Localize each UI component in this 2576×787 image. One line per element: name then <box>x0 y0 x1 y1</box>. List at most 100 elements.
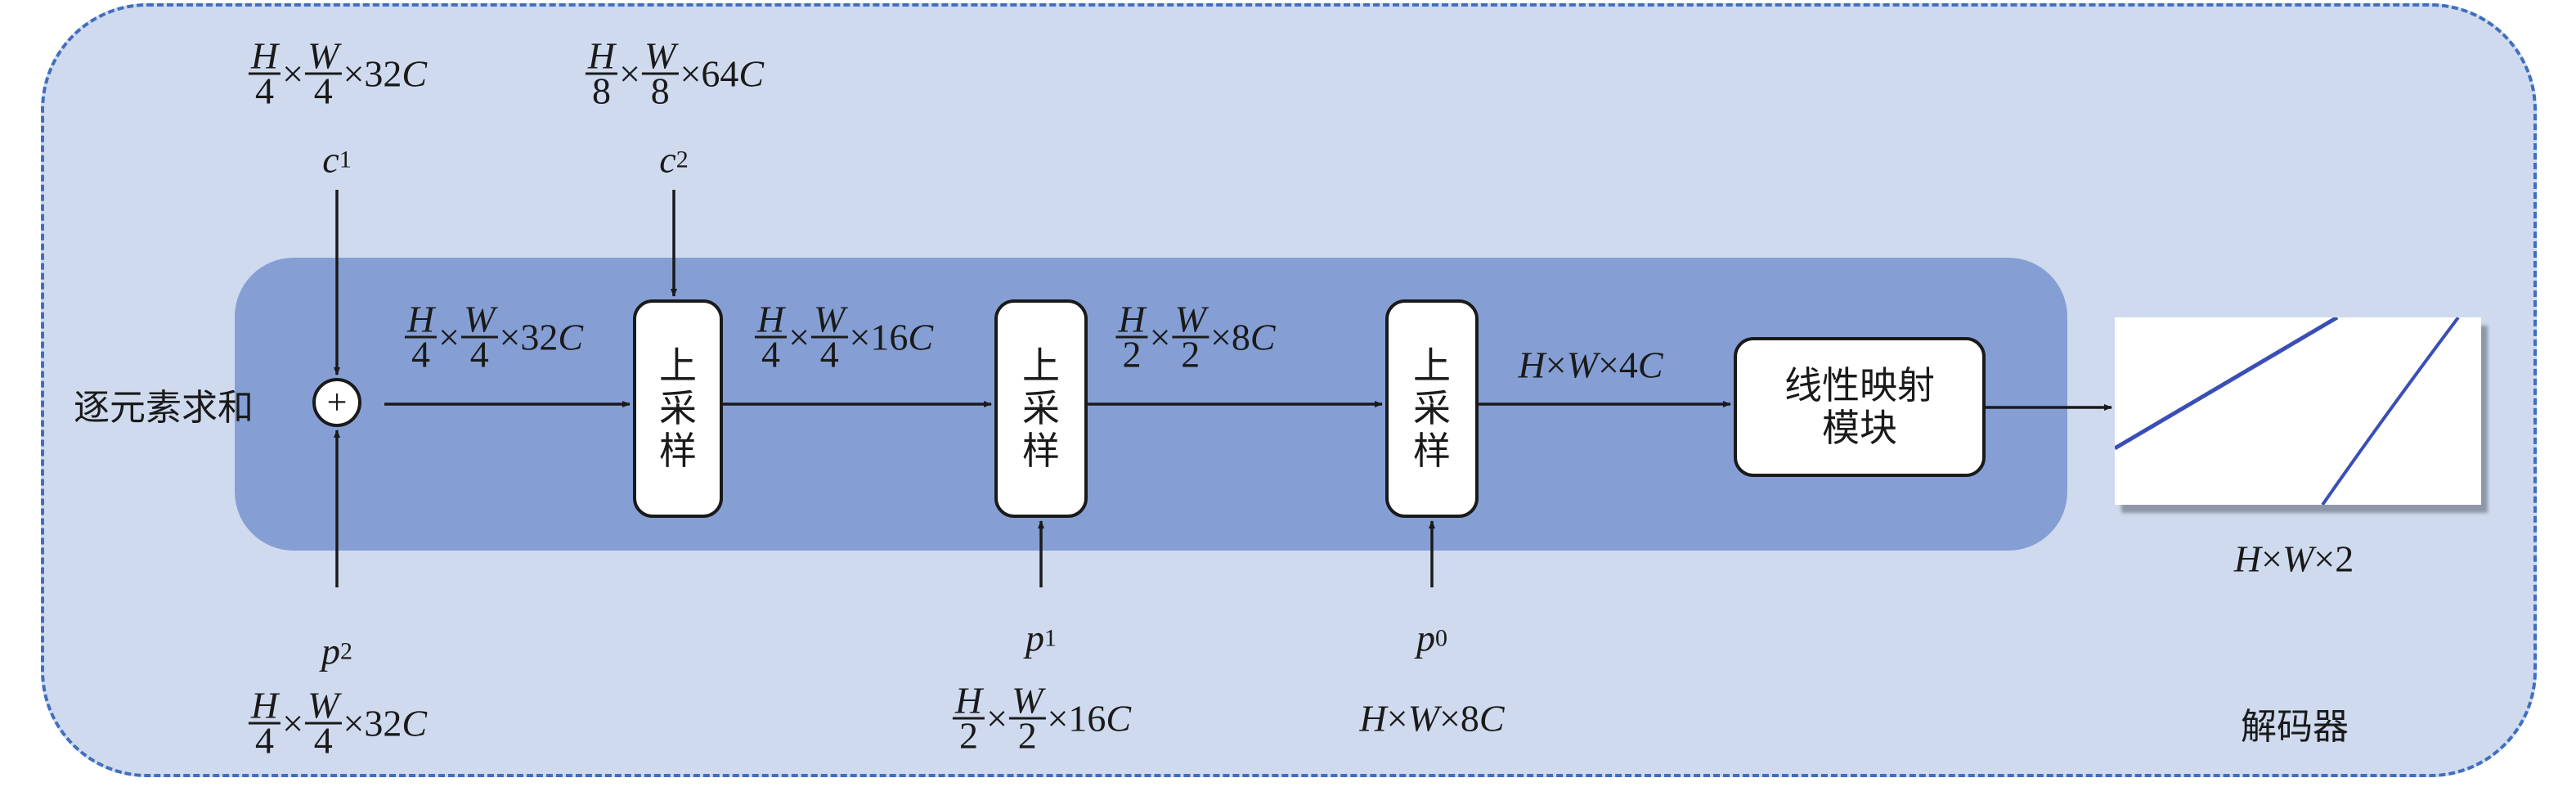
frac-den: 4 <box>411 333 431 376</box>
subscript: 1 <box>1044 624 1057 651</box>
frac-den: 4 <box>761 333 781 376</box>
dim-w: W <box>2282 537 2314 580</box>
output-image <box>2113 315 2481 506</box>
channel-mult: ×8 <box>1438 697 1479 740</box>
times: × <box>2261 537 2282 580</box>
channel-var: C <box>1250 316 1276 358</box>
times: × <box>1545 344 1567 386</box>
frac-den: 4 <box>819 333 839 376</box>
channel-mult: ×32 <box>343 702 402 744</box>
frac-den: 8 <box>650 70 670 112</box>
subscript: 1 <box>339 146 352 173</box>
linear-projection-block: 线性映射模块 <box>1734 337 1986 477</box>
channel-var: C <box>738 52 765 95</box>
upsample-block-2: 上采样 <box>994 299 1088 518</box>
output-lane-lines <box>2113 315 2460 506</box>
channel-var: C <box>1479 697 1505 740</box>
frac-num: H <box>754 300 788 339</box>
plus-circle-icon: + <box>312 378 361 427</box>
frac-num: W <box>811 300 848 339</box>
frac-den: 8 <box>592 70 612 112</box>
decoder-title: 解码器 <box>2241 707 2349 747</box>
var: p <box>1025 617 1044 659</box>
upsample-block-3: 上采样 <box>1385 299 1479 518</box>
frac-den: 4 <box>313 70 333 112</box>
dim-w: W <box>1566 344 1598 386</box>
channel-mult: ×32 <box>499 316 559 358</box>
frac-den: 2 <box>1181 333 1200 376</box>
frac-num: H <box>248 37 281 75</box>
channel-mult: ×32 <box>343 52 402 95</box>
channel-var: C <box>558 316 584 358</box>
channel-var: C <box>402 702 428 744</box>
line: 模块 <box>1822 407 1897 449</box>
char: 采 <box>1022 387 1060 429</box>
channel-var: C <box>908 316 934 358</box>
frac-num: H <box>952 681 985 720</box>
channel-mult: ×16 <box>1047 697 1106 740</box>
channel-var: C <box>1106 697 1132 740</box>
frac-num: W <box>642 37 679 75</box>
frac-den: 4 <box>255 719 275 762</box>
dim-h: H <box>1359 697 1387 740</box>
frac-num: W <box>461 300 498 339</box>
subscript: 2 <box>340 637 352 664</box>
channel-mult: ×8 <box>1209 316 1250 358</box>
char: 样 <box>1022 429 1060 472</box>
frac-den: 2 <box>1122 333 1142 376</box>
char: 上 <box>1413 344 1451 387</box>
frac-num: H <box>1115 300 1148 339</box>
times: × <box>1386 697 1408 740</box>
frac-num: H <box>404 300 438 339</box>
subscript: 2 <box>675 146 689 173</box>
frac-den: 2 <box>1017 714 1037 757</box>
channel-mult: ×2 <box>2313 537 2354 580</box>
lane-line-1 <box>2113 315 2339 451</box>
lane-line-2 <box>2321 316 2460 506</box>
line: 线性映射 <box>1784 364 1935 407</box>
frac-num: W <box>305 686 342 725</box>
char: 采 <box>1413 387 1451 429</box>
frac-num: H <box>248 686 281 725</box>
frac-num: W <box>1009 681 1046 720</box>
dim-h: H <box>2233 537 2261 580</box>
char: 样 <box>659 429 697 472</box>
char: 采 <box>659 387 697 429</box>
channel-mult: ×16 <box>849 316 909 358</box>
frac-den: 4 <box>255 70 275 112</box>
char: 上 <box>659 344 697 387</box>
frac-den: 4 <box>313 719 333 762</box>
var: c <box>322 138 339 181</box>
frac-num: W <box>305 37 342 75</box>
upsample-block-1: 上采样 <box>633 299 723 518</box>
dim-h: H <box>1518 344 1546 386</box>
frac-num: H <box>585 37 618 75</box>
frac-num: W <box>1172 300 1209 339</box>
dim-w: W <box>1407 697 1439 740</box>
var: c <box>659 138 676 181</box>
output-dimension-label: H×W×2 <box>2234 537 2354 581</box>
var: p <box>1416 617 1435 659</box>
frac-den: 2 <box>959 714 979 757</box>
char: 上 <box>1022 344 1060 387</box>
elementwise-sum-label: 逐元素求和 <box>74 388 254 428</box>
channel-mult: ×4 <box>1597 344 1638 386</box>
char: 样 <box>1413 429 1451 472</box>
frac-den: 4 <box>469 333 489 376</box>
plus-symbol: + <box>326 382 348 422</box>
channel-var: C <box>402 52 428 95</box>
subscript: 0 <box>1435 624 1447 651</box>
